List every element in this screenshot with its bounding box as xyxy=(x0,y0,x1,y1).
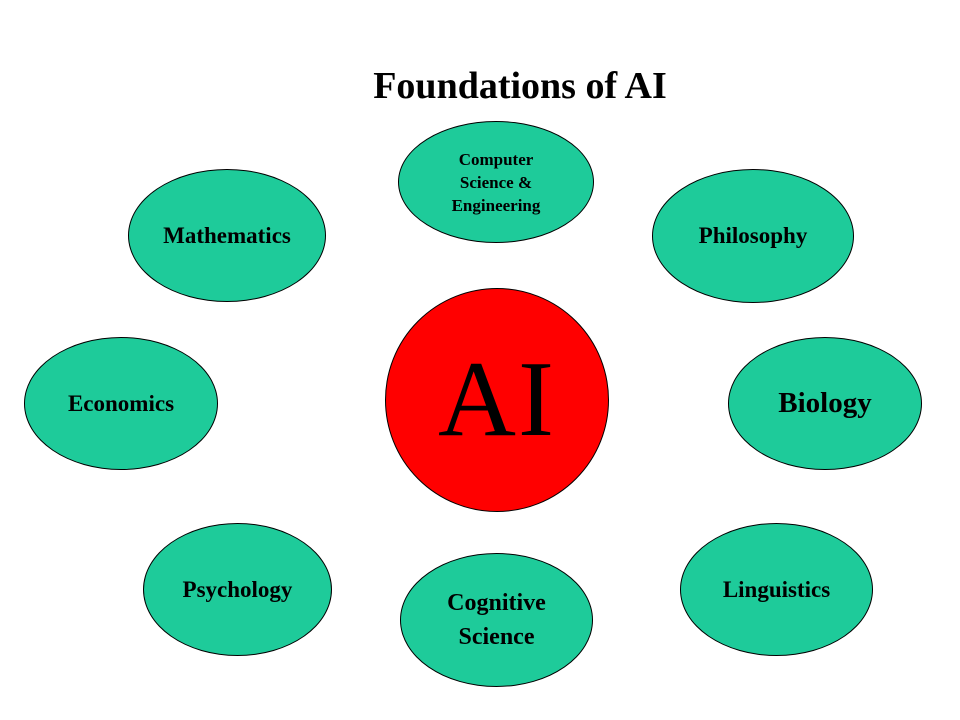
node-linguistics: Linguistics xyxy=(680,523,873,656)
node-computer-science-engineering: Computer Science & Engineering xyxy=(398,121,594,243)
node-psychology: Psychology xyxy=(143,523,332,656)
node-biology: Biology xyxy=(728,337,922,470)
node-mathematics: Mathematics xyxy=(128,169,326,302)
node-economics: Economics xyxy=(24,337,218,470)
center-node-ai: AI xyxy=(385,288,609,512)
node-philosophy: Philosophy xyxy=(652,169,854,303)
diagram-title: Foundations of AI xyxy=(373,65,667,107)
node-cognitive-science: Cognitive Science xyxy=(400,553,593,687)
